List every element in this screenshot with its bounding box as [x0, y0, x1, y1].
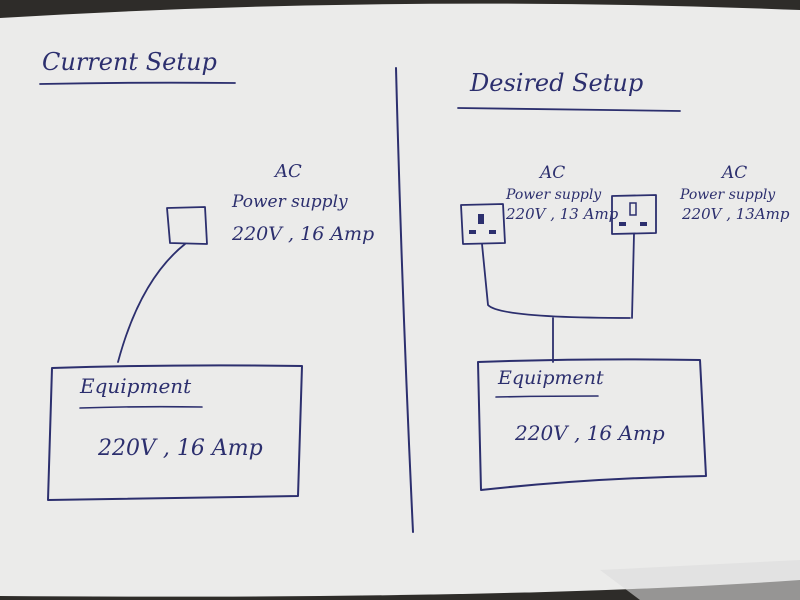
supply-a-line-ac: AC [538, 163, 565, 183]
desired-equipment-label-underline [495, 395, 599, 398]
supply-line-power: Power supply [231, 192, 348, 212]
supply-b-line-rating: 220V , 13Amp [681, 205, 790, 223]
desired-equipment-rating: 220V , 16 Amp [514, 421, 665, 445]
power-socket-icon [166, 206, 208, 245]
socket-b-icon [611, 194, 657, 235]
paper-corner [600, 560, 800, 600]
desired-equipment-label: Equipment [497, 367, 604, 389]
equipment-label-underline [79, 405, 203, 409]
desired-setup-panel: Desired Setup AC Power supply 220V , 13 … [457, 69, 790, 491]
desired-equipment-box [477, 358, 707, 491]
paper-sheet [0, 3, 800, 597]
socket-a-icon [460, 203, 506, 245]
supply-a-line-power: Power supply [505, 187, 602, 203]
current-setup-panel: Current Setup AC Power supply 220V , 16 … [39, 48, 374, 501]
supply-b-line-ac: AC [720, 163, 747, 183]
socket-b-neutral-pin [640, 222, 647, 226]
supply-line-rating: 220V , 16 Amp [231, 223, 374, 245]
current-setup-title: Current Setup [42, 48, 217, 76]
socket-a-earth-pin [478, 214, 484, 224]
supply-a-line-rating: 220V , 13 Amp [505, 205, 619, 223]
desired-setup-title-underline [457, 107, 681, 112]
equipment-rating: 220V , 16 Amp [97, 436, 263, 461]
socket-b-live-pin [619, 222, 626, 226]
desired-setup-title: Desired Setup [469, 69, 643, 97]
supply-b-line-power: Power supply [679, 187, 776, 203]
supply-line-ac: AC [273, 161, 302, 182]
supply-cable-line [117, 243, 186, 363]
socket-b-earth-pin [629, 202, 637, 216]
current-setup-title-underline [39, 81, 236, 85]
wire-socket-b [631, 233, 635, 319]
equipment-label: Equipment [79, 374, 192, 398]
center-divider-line [395, 67, 414, 533]
socket-a-live-pin [469, 230, 476, 234]
wire-socket-a [481, 243, 631, 319]
socket-a-neutral-pin [489, 230, 496, 234]
equipment-box [47, 364, 303, 501]
